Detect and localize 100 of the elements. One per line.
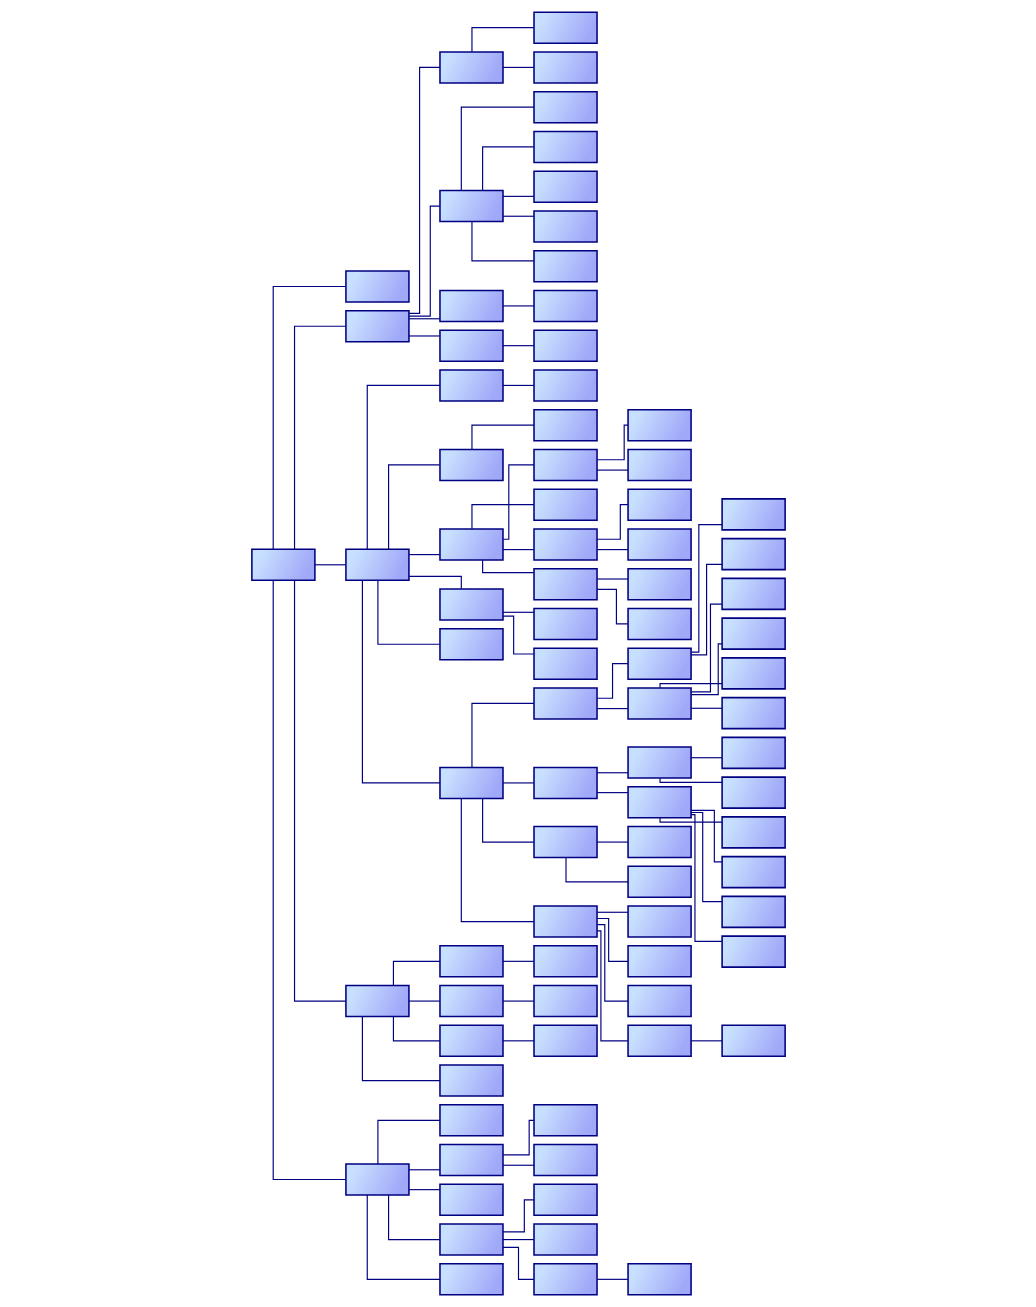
connector <box>690 707 723 709</box>
connector <box>596 588 628 625</box>
connector <box>407 1000 440 1002</box>
connector <box>502 1164 534 1166</box>
node-box <box>438 984 504 1018</box>
node-box <box>438 628 504 661</box>
connector <box>501 615 534 655</box>
node-box <box>626 825 692 859</box>
node-box <box>626 567 692 601</box>
connector <box>596 549 628 551</box>
connector <box>596 930 628 1042</box>
connector <box>690 563 723 656</box>
connector <box>376 1119 440 1165</box>
node-box <box>532 647 598 680</box>
connector <box>272 285 346 550</box>
connector <box>408 575 462 590</box>
connector <box>366 384 440 550</box>
node-box <box>720 895 786 929</box>
node-box <box>532 289 598 323</box>
node-box <box>720 736 786 770</box>
node-box <box>532 984 598 1018</box>
node-box <box>344 270 410 303</box>
connector <box>502 384 534 386</box>
node-box <box>532 1024 598 1058</box>
connector <box>502 305 534 307</box>
connector <box>502 66 534 68</box>
connector <box>596 469 628 471</box>
connector <box>690 814 722 943</box>
connector <box>366 1194 440 1280</box>
node-box <box>532 766 598 800</box>
node-box <box>532 408 598 442</box>
connector <box>690 757 723 759</box>
node-box <box>438 1104 504 1137</box>
node-box <box>250 548 316 582</box>
connector <box>361 579 440 784</box>
node-box <box>626 647 692 680</box>
connector <box>690 603 722 693</box>
node-box <box>626 607 692 641</box>
connector <box>596 424 629 461</box>
node-box <box>720 537 786 571</box>
node-box <box>438 1064 504 1097</box>
node-box <box>532 448 598 482</box>
connector <box>564 857 628 883</box>
connector <box>470 504 534 530</box>
node-box <box>438 329 504 362</box>
node-box <box>626 1263 692 1296</box>
connector <box>502 611 534 613</box>
connector <box>596 841 628 843</box>
node-box <box>532 1223 598 1256</box>
connector <box>470 27 534 53</box>
node-box <box>532 130 598 164</box>
node-box <box>626 408 692 442</box>
connector <box>502 1239 534 1241</box>
connector <box>460 106 535 191</box>
connector <box>407 318 440 320</box>
node-box <box>720 577 786 611</box>
node-box <box>344 1163 410 1196</box>
connector <box>596 578 628 580</box>
node-box <box>344 310 410 343</box>
connector <box>502 1040 534 1042</box>
connector <box>501 1119 534 1156</box>
connector <box>407 335 440 337</box>
node-box <box>626 1024 692 1058</box>
connector <box>502 1199 534 1233</box>
connector <box>502 1000 534 1002</box>
node-box <box>720 1024 786 1058</box>
connector <box>470 221 534 262</box>
node-box <box>626 945 692 978</box>
connector <box>407 554 440 556</box>
node-box <box>438 1183 504 1217</box>
connector <box>407 66 440 314</box>
node-box <box>532 1183 598 1217</box>
node-box <box>532 567 598 601</box>
connector <box>690 811 723 903</box>
connector <box>596 911 628 913</box>
node-box <box>438 289 504 323</box>
node-box <box>720 776 786 809</box>
connector <box>502 782 534 784</box>
connector <box>502 549 534 551</box>
node-box <box>532 170 598 203</box>
connector <box>481 559 534 574</box>
node-box <box>532 51 598 84</box>
node-box <box>626 488 692 521</box>
connector <box>361 1016 440 1082</box>
connector <box>596 917 628 962</box>
connector <box>502 960 534 962</box>
node-box <box>532 1104 598 1137</box>
node-box <box>438 448 504 482</box>
node-box <box>532 329 598 362</box>
node-box <box>626 448 692 482</box>
connector <box>272 580 346 1181</box>
node-box <box>438 51 504 84</box>
node-box <box>438 766 504 800</box>
node-box <box>532 369 598 402</box>
connector <box>690 643 723 696</box>
node-box <box>626 865 692 899</box>
connector <box>293 579 346 1002</box>
node-box <box>438 1263 504 1296</box>
node-box <box>532 90 598 124</box>
connector <box>690 1040 723 1042</box>
